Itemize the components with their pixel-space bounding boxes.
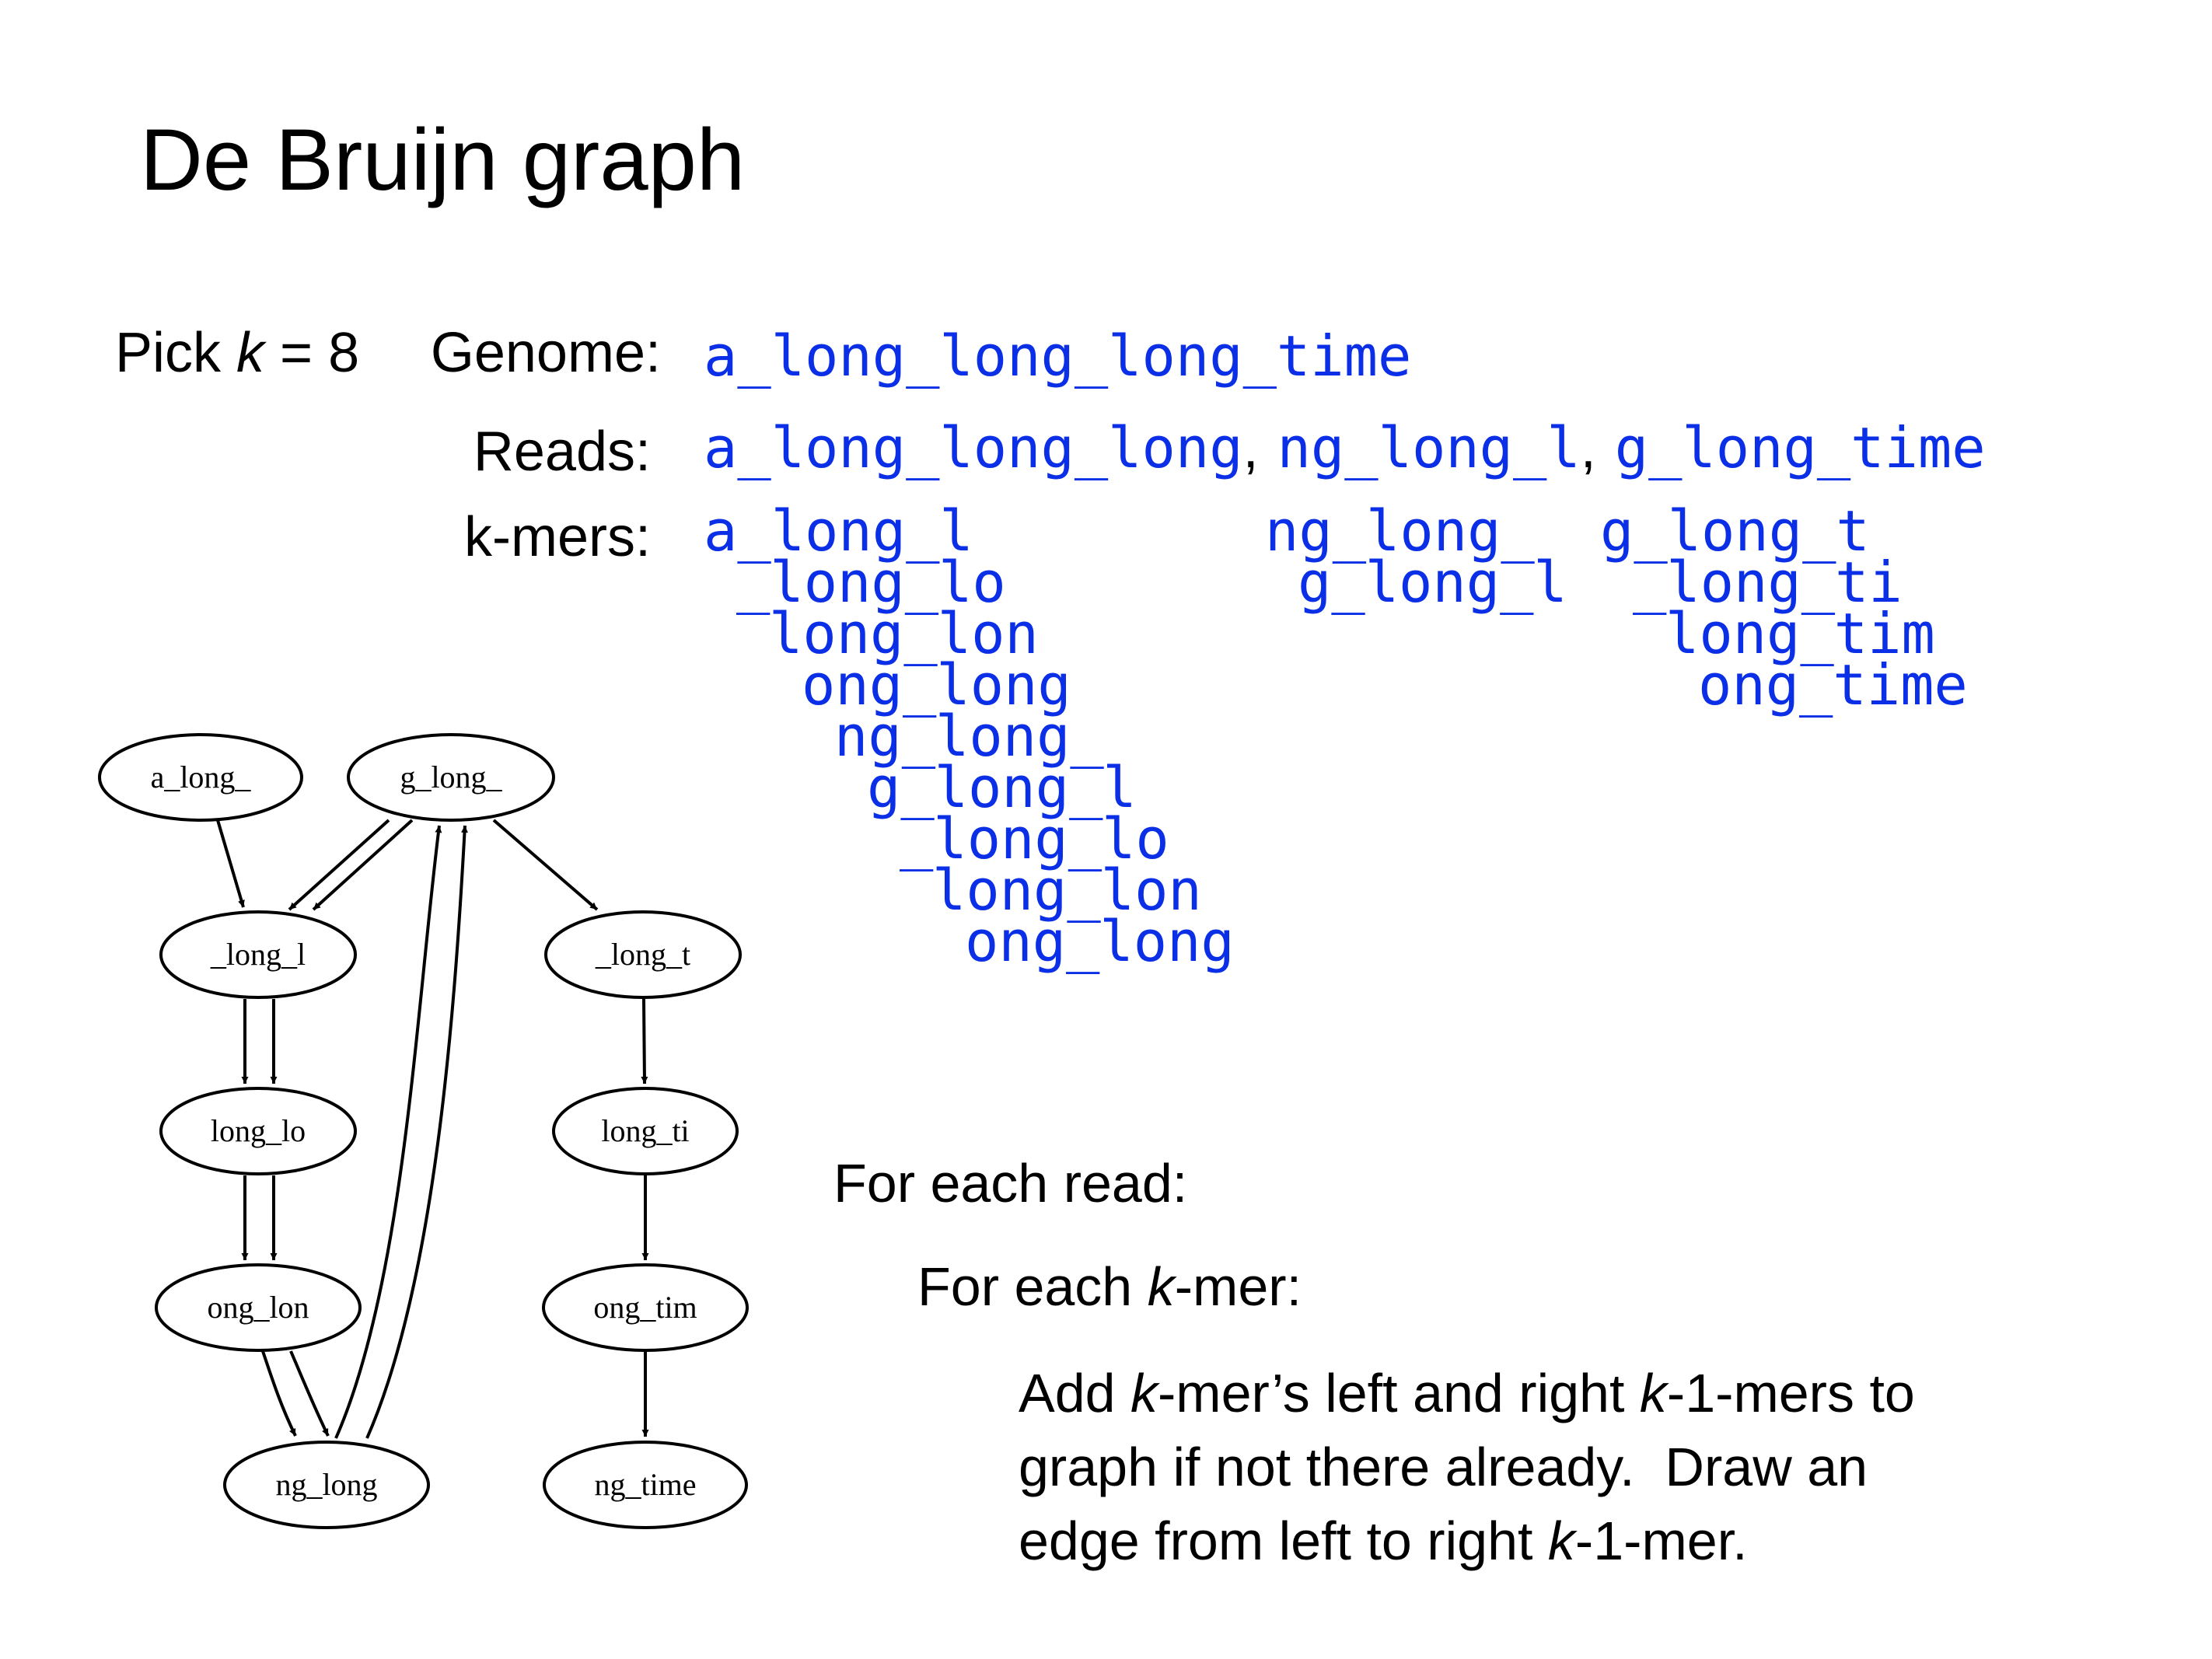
edge-g_long_-to-_long_l <box>288 819 390 911</box>
k-italic: k <box>1147 1256 1175 1317</box>
graph-node: long_lo <box>159 1087 357 1175</box>
kmer-column-3: g_long_t _long_ti long_tim ong_time <box>1600 498 1968 718</box>
graph-node: ng_long <box>223 1441 430 1529</box>
genome-sequence: a_long_long_long_time <box>704 323 1412 389</box>
node-label: ong_lon <box>207 1290 309 1325</box>
read-separator: , <box>1242 417 1259 480</box>
graph-node: _long_t <box>544 910 742 999</box>
edge-g_long_-to-_long_t <box>492 819 599 911</box>
kmer: _long_lo <box>900 806 1169 871</box>
graph-node: g_long_ <box>347 733 555 822</box>
edge-a_long_-to-_long_l <box>216 819 245 908</box>
kmer: long_tim <box>1665 601 1935 666</box>
instruction-line: graph if not there already. Draw an <box>1019 1430 1915 1504</box>
node-label: _long_t <box>595 937 690 972</box>
kmer-column-1: a_long_l _long_lo long_lon ong_long ng_l… <box>704 498 1235 974</box>
kmer: ng_long_ <box>1265 498 1535 564</box>
node-label: long_ti <box>601 1113 689 1148</box>
pick-suffix: = 8 <box>264 322 360 384</box>
graph-edges <box>216 819 649 1439</box>
graph-node: ng_time <box>543 1441 748 1529</box>
node-label: a_long_ <box>151 760 252 795</box>
edge-ng_long-to-g_long_ <box>334 825 442 1439</box>
node-label: _long_l <box>210 937 306 972</box>
text: For each <box>917 1256 1148 1317</box>
kmer: long_lon <box>932 857 1202 923</box>
kmers-label: k-mers: <box>464 506 651 568</box>
node-label: ong_tim <box>593 1290 697 1325</box>
kmer: g_long_t <box>1600 498 1870 564</box>
text: -mer’s left and right <box>1158 1363 1640 1423</box>
text: -mer: <box>1174 1256 1302 1317</box>
pick-prefix: Pick <box>115 322 237 384</box>
node-label: ng_time <box>594 1467 696 1502</box>
instruction-for-each-kmer: For each k-mer: <box>917 1259 1302 1314</box>
kmer: a_long_l <box>704 498 973 564</box>
kmer: ong_long <box>965 909 1235 974</box>
text: Add <box>1019 1363 1130 1423</box>
text: -1-mer. <box>1574 1511 1748 1571</box>
graph-node: ong_lon <box>155 1263 362 1352</box>
kmer: g_long_l <box>1298 550 1567 615</box>
node-label: ng_long <box>275 1467 377 1502</box>
text: -1-mers to <box>1666 1363 1915 1423</box>
pick-k-label: Pick k = 8 <box>115 325 359 381</box>
node-label: long_lo <box>211 1113 306 1148</box>
kmer: _long_lo <box>736 550 1006 615</box>
edge-_long_t-to-long_ti <box>641 998 648 1084</box>
instruction-for-each-read: For each read: <box>833 1153 1188 1214</box>
edge-ong_lon-to-ng_long <box>289 1350 330 1437</box>
k-italic: k <box>1639 1363 1667 1423</box>
instruction-paragraph: Add k-mer’s left and right k-1-mers to g… <box>1019 1357 1915 1578</box>
read-item: g_long_time <box>1614 415 1986 480</box>
kmer: ong_long <box>802 652 1071 718</box>
kmer: long_lon <box>769 601 1039 666</box>
k-italic: k <box>1547 1511 1575 1571</box>
graph-node: long_ti <box>552 1087 739 1175</box>
kmer: _long_ti <box>1633 550 1903 615</box>
read-item: a_long_long_long <box>704 415 1243 480</box>
text: graph if not there already. Draw an <box>1019 1437 1868 1497</box>
kmer: ong_time <box>1698 652 1968 718</box>
node-label: g_long_ <box>400 760 502 795</box>
read-separator: , <box>1580 417 1596 480</box>
edge-ong_lon-to-ng_long <box>261 1350 297 1437</box>
graph-node: a_long_ <box>98 733 303 822</box>
reads-label: Reads: <box>473 421 651 483</box>
pick-k: k <box>236 322 265 384</box>
edge-g_long_-to-_long_l <box>312 819 414 911</box>
kmer: g_long_l <box>867 755 1137 820</box>
kmer: ng_long_ <box>834 704 1104 769</box>
genome-label: Genome: <box>430 322 661 384</box>
read-item: ng_long_l <box>1277 415 1581 480</box>
kmer-column-2: ng_long_ g_long_l <box>1265 498 1567 615</box>
text: edge from left to right <box>1019 1511 1548 1571</box>
reads-list: a_long_long_long,ng_long_l,g_long_time <box>704 420 1986 477</box>
instruction-line: Add k-mer’s left and right k-1-mers to <box>1019 1357 1915 1430</box>
instruction-line: edge from left to right k-1-mer. <box>1019 1504 1915 1578</box>
edge-ng_long-to-g_long_ <box>365 825 469 1439</box>
slide-title: De Bruijn graph <box>140 111 746 208</box>
graph-node: ong_tim <box>542 1263 749 1352</box>
graph-node: _long_l <box>159 910 357 999</box>
k-italic: k <box>1130 1363 1158 1423</box>
